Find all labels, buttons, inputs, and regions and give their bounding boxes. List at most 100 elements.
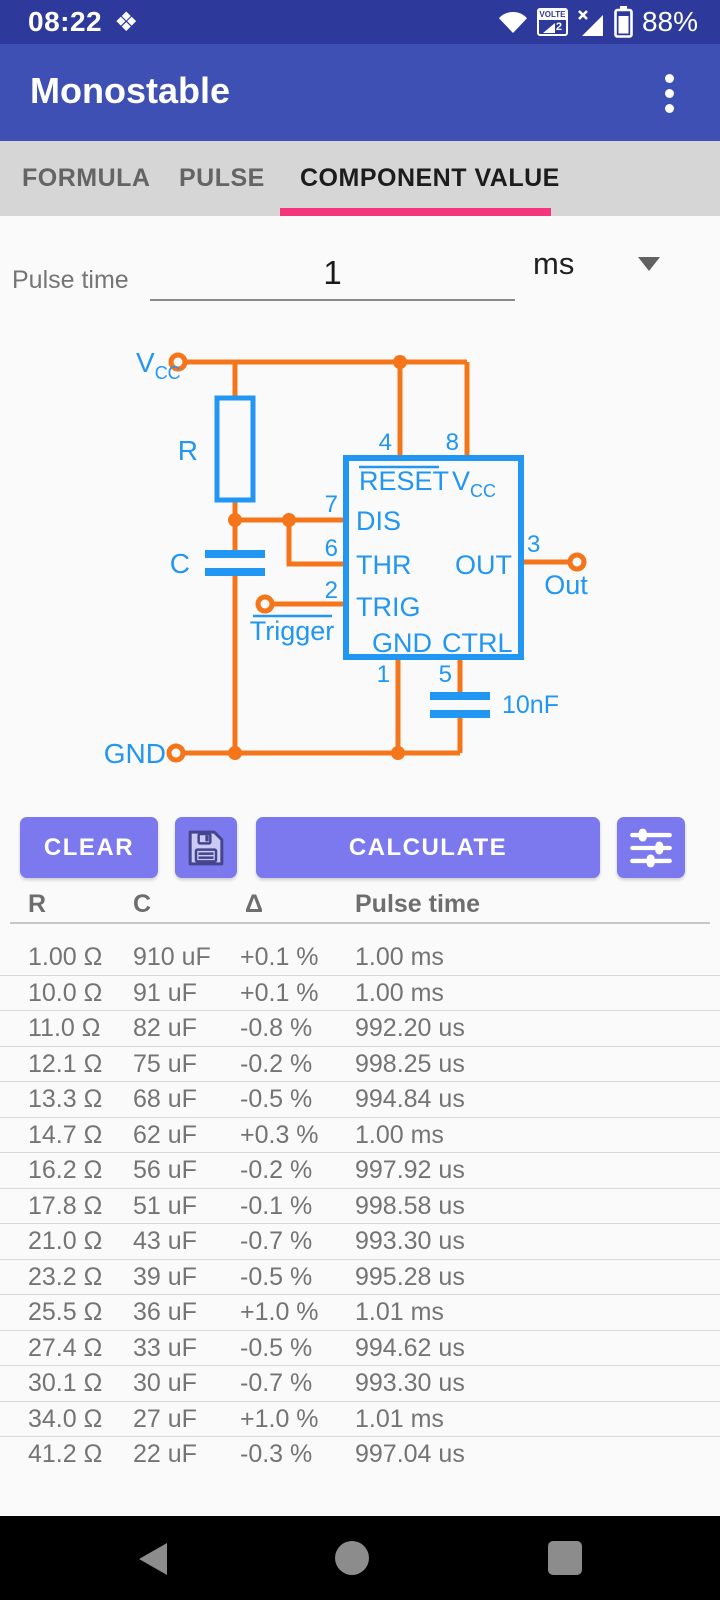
recents-icon[interactable] xyxy=(548,1541,582,1575)
svg-text:8: 8 xyxy=(446,429,459,456)
capacitor-c-symbol xyxy=(205,550,265,576)
table-row[interactable]: 17.8 Ω 51 uF -0.1 % 998.58 us xyxy=(0,1189,720,1224)
cell-resistance: 11.0 Ω xyxy=(28,1014,101,1042)
save-button[interactable] xyxy=(175,817,237,878)
cell-delta: -0.2 % xyxy=(240,1049,313,1078)
cell-resistance: 23.2 Ω xyxy=(28,1262,103,1291)
status-bar-right: VOLTE 2 88% xyxy=(498,6,698,38)
cell-resistance: 34.0 Ω xyxy=(28,1404,103,1433)
cell-resistance: 13.3 Ω xyxy=(28,1085,103,1113)
table-row[interactable]: 25.5 Ω 36 uF +1.0 % 1.01 ms xyxy=(0,1295,720,1331)
table-row[interactable]: 21.0 Ω 43 uF -0.7 % 993.30 us xyxy=(0,1224,720,1260)
cell-capacitance: 39 uF xyxy=(133,1262,197,1291)
cell-delta: +0.1 % xyxy=(240,943,319,971)
table-row[interactable]: 23.2 Ω 39 uF -0.5 % 995.28 us xyxy=(0,1260,720,1295)
header-resistance: R xyxy=(28,890,47,918)
header-delta: Δ xyxy=(245,890,263,918)
volte-number: 2 xyxy=(555,21,563,33)
label-10nf: 10nF xyxy=(502,691,559,719)
cell-delta: +0.3 % xyxy=(240,1120,319,1149)
table-row[interactable]: 12.1 Ω 75 uF -0.2 % 998.25 us xyxy=(0,1047,720,1082)
ic-555-body xyxy=(343,455,524,660)
cell-capacitance: 22 uF xyxy=(133,1440,197,1465)
cell-delta: -0.8 % xyxy=(240,1014,313,1042)
table-row[interactable]: 10.0 Ω 91 uF +0.1 % 1.00 ms xyxy=(0,976,720,1011)
cell-capacitance: 27 uF xyxy=(133,1404,197,1433)
cell-signal-x-icon xyxy=(578,9,603,36)
table-row[interactable]: 27.4 Ω 33 uF -0.5 % 994.62 us xyxy=(0,1331,720,1366)
svg-text:TRIG: TRIG xyxy=(356,592,421,622)
android-navigation-bar xyxy=(0,1516,720,1600)
unit-selected-value: ms xyxy=(533,246,575,281)
volte-signal: 2 xyxy=(539,20,566,34)
volte-icon: VOLTE 2 xyxy=(536,8,568,36)
svg-text:2: 2 xyxy=(325,577,338,604)
save-floppy-icon xyxy=(188,830,224,865)
svg-text:6: 6 xyxy=(325,535,338,562)
cell-capacitance: 43 uF xyxy=(133,1227,197,1255)
cell-pulse-time: 998.58 us xyxy=(355,1191,465,1220)
svg-text:3: 3 xyxy=(527,531,540,558)
cell-pulse-time: 1.00 ms xyxy=(355,978,444,1007)
svg-text:4: 4 xyxy=(379,429,392,456)
cell-delta: -0.2 % xyxy=(240,1156,313,1184)
back-icon[interactable] xyxy=(139,1543,167,1575)
table-row[interactable]: 41.2 Ω 22 uF -0.3 % 997.04 us xyxy=(0,1437,720,1465)
home-icon[interactable] xyxy=(335,1541,369,1575)
table-row[interactable]: 16.2 Ω 56 uF -0.2 % 997.92 us xyxy=(0,1153,720,1189)
svg-text:5: 5 xyxy=(439,661,452,688)
tab-component-value[interactable]: COMPONENT VALUE xyxy=(300,164,560,192)
cell-resistance: 1.00 Ω xyxy=(28,943,103,971)
table-row[interactable]: 34.0 Ω 27 uF +1.0 % 1.01 ms xyxy=(0,1402,720,1437)
table-row[interactable]: 11.0 Ω 82 uF -0.8 % 992.20 us xyxy=(0,1011,720,1047)
label-vcc: VCC xyxy=(136,347,181,383)
cell-pulse-time: 1.00 ms xyxy=(355,1120,444,1149)
cell-capacitance: 910 uF xyxy=(133,943,211,971)
clear-button[interactable]: CLEAR xyxy=(20,817,158,878)
cell-capacitance: 91 uF xyxy=(133,978,197,1007)
svg-text:CTRL: CTRL xyxy=(442,628,513,658)
table-row[interactable]: 30.1 Ω 30 uF -0.7 % 993.30 us xyxy=(0,1366,720,1402)
app-bar: Monostable xyxy=(0,44,720,141)
table-row[interactable]: 14.7 Ω 62 uF +0.3 % 1.00 ms xyxy=(0,1118,720,1153)
overflow-menu-icon[interactable] xyxy=(658,68,680,118)
cell-resistance: 16.2 Ω xyxy=(28,1156,103,1184)
cell-capacitance: 33 uF xyxy=(133,1333,197,1362)
tab-formula[interactable]: FORMULA xyxy=(22,164,151,192)
cell-pulse-time: 1.01 ms xyxy=(355,1298,444,1326)
cell-delta: +1.0 % xyxy=(240,1404,319,1433)
cell-pulse-time: 994.84 us xyxy=(355,1085,465,1113)
cell-pulse-time: 993.30 us xyxy=(355,1369,465,1397)
cell-resistance: 17.8 Ω xyxy=(28,1191,103,1220)
cell-resistance: 21.0 Ω xyxy=(28,1227,103,1255)
dropbox-icon: ❖ xyxy=(114,6,139,37)
cell-pulse-time: 992.20 us xyxy=(355,1014,465,1042)
tab-indicator xyxy=(280,208,551,216)
cell-pulse-time: 1.00 ms xyxy=(355,943,444,971)
cell-pulse-time: 1.01 ms xyxy=(355,1404,444,1433)
tab-bar: FORMULA PULSE COMPONENT VALUE xyxy=(0,141,720,216)
calculate-button[interactable]: CALCULATE xyxy=(256,817,600,878)
pulse-time-input[interactable]: 1 xyxy=(150,248,515,301)
tab-pulse[interactable]: PULSE xyxy=(179,164,265,192)
label-gnd: GND xyxy=(104,738,166,769)
cell-capacitance: 82 uF xyxy=(133,1014,197,1042)
status-bar: 08:22 ❖ VOLTE 2 88% xyxy=(0,0,720,44)
label-c: C xyxy=(170,548,190,579)
wifi-icon xyxy=(498,12,527,33)
cell-delta: +1.0 % xyxy=(240,1298,319,1326)
cell-capacitance: 68 uF xyxy=(133,1085,197,1113)
cell-pulse-time: 997.04 us xyxy=(355,1440,465,1465)
results-table-body[interactable]: 1.00 Ω 910 uF +0.1 % 1.00 ms 10.0 Ω 91 u… xyxy=(0,924,720,1465)
page-title: Monostable xyxy=(30,70,231,111)
cell-delta: -0.1 % xyxy=(240,1191,313,1220)
svg-text:DIS: DIS xyxy=(356,506,401,536)
cell-delta: -0.5 % xyxy=(240,1262,313,1291)
filter-settings-button[interactable] xyxy=(617,817,685,878)
battery-percent: 88% xyxy=(641,6,698,37)
cell-pulse-time: 994.62 us xyxy=(355,1333,465,1362)
table-row[interactable]: 13.3 Ω 68 uF -0.5 % 994.84 us xyxy=(0,1082,720,1118)
capacitor-10nf-symbol xyxy=(430,692,490,718)
table-row[interactable]: 1.00 Ω 910 uF +0.1 % 1.00 ms xyxy=(0,940,720,976)
